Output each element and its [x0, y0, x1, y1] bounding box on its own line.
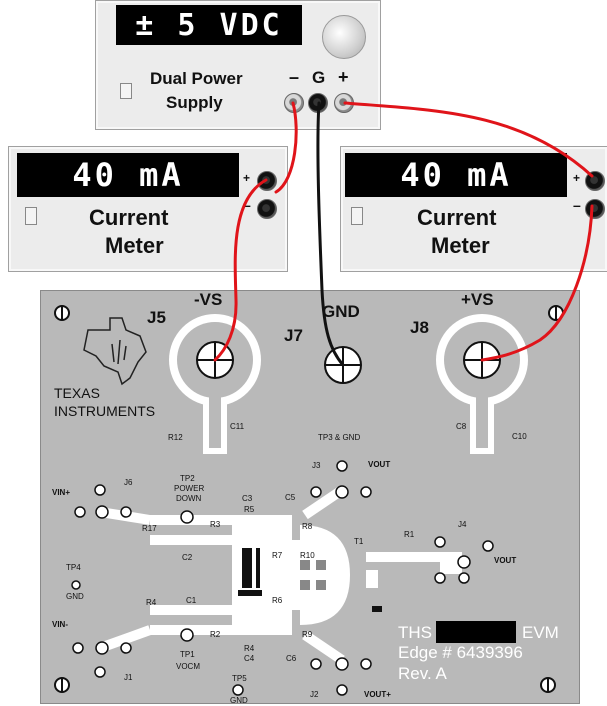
supply-display: ± 5 VDC — [116, 5, 302, 45]
silk-vin-plus: VIN+ — [52, 488, 71, 497]
silk-c1: C1 — [186, 596, 197, 605]
supply-name-line1: Dual Power — [150, 69, 243, 88]
wire-ground-to-j7 — [316, 101, 345, 367]
meter-right-name-line1: Current — [417, 205, 497, 230]
silk-gnd-small: GND — [66, 592, 84, 601]
silk-j1: J1 — [124, 673, 133, 682]
meter-right-display: 40 mA — [345, 153, 567, 197]
j5-label: J5 — [147, 308, 166, 327]
silk-r17: R17 — [142, 524, 157, 533]
silk-r4: R4 — [146, 598, 157, 607]
meter-left-switch-icon[interactable] — [25, 207, 37, 225]
silk-r10: R10 — [300, 551, 315, 560]
silk-c10: C10 — [512, 432, 527, 441]
meter-right-minus-label: – — [573, 197, 581, 213]
silk-j4: J4 — [458, 520, 467, 529]
silk-r12: R12 — [168, 433, 183, 442]
meter-left-minus-jack[interactable] — [257, 199, 277, 219]
edge-number: Edge # 6439396 — [398, 643, 523, 662]
meter-left-plus-label: + — [243, 171, 251, 185]
supply-plus-label: + — [338, 67, 349, 87]
silk-tp5: TP5 — [232, 674, 247, 683]
meter-right-switch-icon[interactable] — [351, 207, 363, 225]
silk-c11: C11 — [230, 422, 245, 431]
silk-vout-top: VOUT — [368, 460, 391, 469]
silk-r7: R7 — [272, 551, 283, 560]
supply-ground-label: G — [312, 68, 326, 87]
supply-name-line2: Supply — [166, 93, 223, 112]
silk-t1: T1 — [354, 537, 364, 546]
logo-line1: TEXAS — [54, 385, 100, 401]
wire-meter-right-to-j8 — [480, 204, 594, 362]
silk-c2: C2 — [182, 553, 193, 562]
gnd-label: GND — [322, 302, 360, 321]
silk-j2: J2 — [310, 690, 319, 699]
silk-gnd-bottom: GND — [230, 696, 248, 705]
neg-vs-label: -VS — [194, 290, 223, 309]
silk-tp2: TP2 — [180, 474, 195, 483]
supply-minus-label: – — [289, 67, 300, 87]
silk-r3: R3 — [210, 520, 221, 529]
meter-right-plus-label: + — [573, 171, 581, 185]
wire-meter-left-to-j5 — [213, 178, 268, 362]
silk-vocm: VOCM — [176, 662, 200, 671]
silk-r4b: R4 — [244, 644, 255, 653]
ic-chip-icon — [238, 548, 262, 596]
silk-r1: R1 — [404, 530, 415, 539]
silk-r8: R8 — [302, 522, 313, 531]
logo-line2: INSTRUMENTS — [54, 403, 156, 419]
j7-label: J7 — [284, 326, 303, 345]
silk-tp3: TP3 & GND — [318, 433, 361, 442]
mounting-hole-icon — [54, 305, 564, 693]
silk-vout-right: VOUT — [494, 556, 517, 565]
evm-redaction-bar — [436, 621, 516, 643]
evm-suffix: EVM — [522, 623, 559, 642]
pos-vs-label: +VS — [461, 290, 494, 309]
silk-c6: C6 — [286, 654, 297, 663]
small-pads — [71, 460, 494, 696]
meter-right-name-line2: Meter — [431, 233, 490, 258]
silk-c4: C4 — [244, 654, 255, 663]
silk-down: DOWN — [176, 494, 202, 503]
meter-left-name-line2: Meter — [105, 233, 164, 258]
silk-j6: J6 — [124, 478, 133, 487]
silk-power: POWER — [174, 484, 205, 493]
silk-tp1: TP1 — [180, 650, 195, 659]
center-details — [300, 560, 382, 612]
silk-vin-minus: VIN- — [52, 620, 68, 629]
silk-c5: C5 — [285, 493, 296, 502]
silk-c3: C3 — [242, 494, 253, 503]
meter-left-display: 40 mA — [17, 153, 239, 197]
meter-right-minus-jack[interactable] — [585, 199, 605, 219]
silk-r2: R2 — [210, 630, 221, 639]
silk-j3: J3 — [312, 461, 321, 470]
meter-left-minus-label: – — [243, 197, 251, 213]
revision: Rev. A — [398, 664, 447, 683]
silk-c8: C8 — [456, 422, 467, 431]
silk-vout-plus: VOUT+ — [364, 690, 391, 699]
silk-r9: R9 — [302, 630, 313, 639]
ti-logo-icon — [83, 317, 147, 386]
evm-prefix: THS — [398, 623, 432, 642]
wire-supply-minus-to-meter — [274, 101, 298, 194]
wire-supply-plus-to-meter — [343, 101, 594, 178]
j8-label: J8 — [410, 318, 429, 337]
wires — [213, 101, 594, 367]
current-meter-right: 40 mA Current Meter + – — [340, 146, 607, 272]
power-switch-icon[interactable] — [120, 83, 132, 99]
center-traces — [150, 515, 462, 635]
silk-r5: R5 — [244, 505, 255, 514]
supply-voltage-knob[interactable] — [322, 15, 366, 59]
silk-tp4: TP4 — [66, 563, 81, 572]
meter-left-name-line1: Current — [89, 205, 169, 230]
dual-power-supply: ± 5 VDC Dual Power Supply – G + — [95, 0, 381, 130]
silk-r6: R6 — [272, 596, 283, 605]
